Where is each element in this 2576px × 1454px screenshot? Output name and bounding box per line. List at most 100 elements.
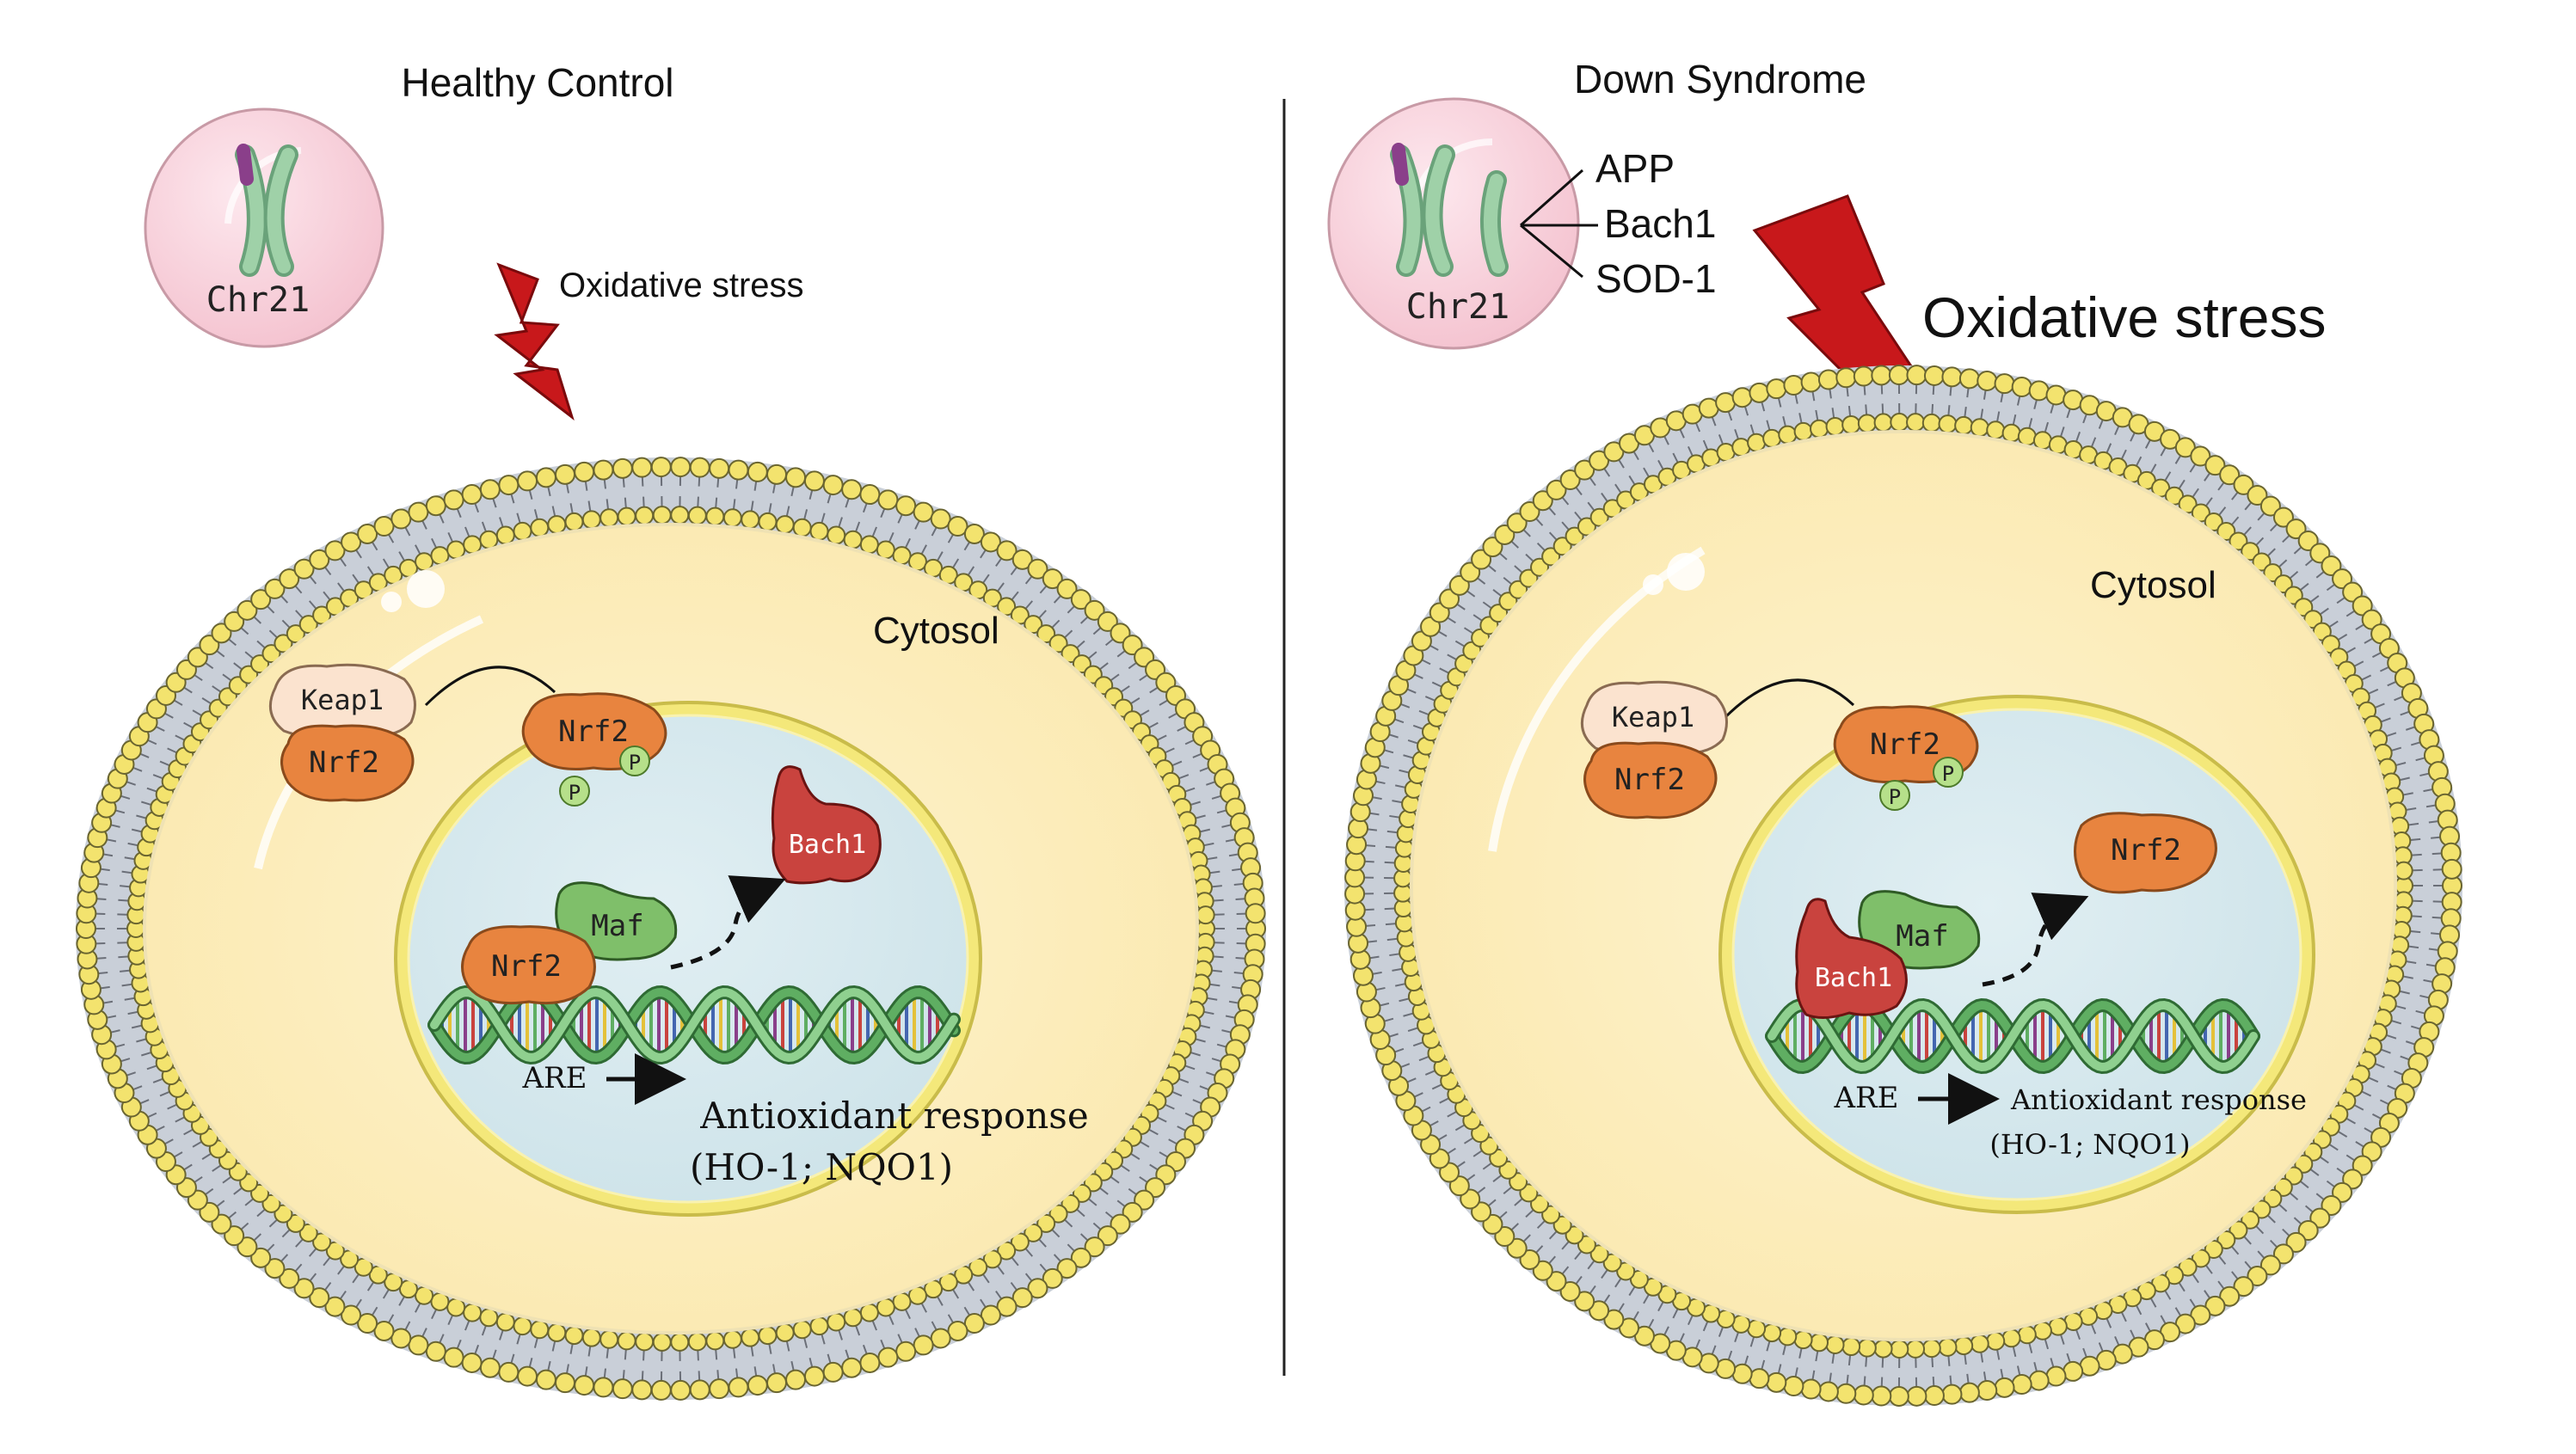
lipid-head [1602,499,1622,518]
lipid-head [2001,1328,2021,1348]
lipid-head [2165,486,2185,506]
lipid-head [1532,1260,1553,1281]
lipid-head [930,508,951,530]
lipid-head [309,549,330,570]
lipid-head [722,1329,742,1349]
lipid-head [293,1278,315,1299]
lipid-head [286,1213,305,1233]
lipid-head [2285,1231,2307,1253]
lipid-head [324,1296,346,1317]
lipid-head [1552,537,1572,556]
response-genes: (HO-1; NQO1) [690,1146,953,1188]
lipid-head [555,1372,576,1394]
lipid-head [635,1332,655,1352]
lipid-head [913,1334,934,1356]
lipid-head [463,535,483,555]
lipid-head [390,508,412,530]
lipid-head [1589,1244,1609,1264]
keap1-label: Keap1 [1612,701,1694,733]
lipid-head [1616,1261,1636,1281]
lipid-head [264,578,286,599]
lipid-head [2045,1365,2067,1387]
lipid-head [785,467,807,488]
lipid-head [1036,1213,1056,1233]
lipid-head [859,1303,879,1322]
lipid-head [1853,1384,1874,1406]
lipid-head [705,506,725,526]
lipid-head [1506,1237,1528,1259]
lipid-head [1070,1247,1091,1268]
lipid-head [758,1326,778,1346]
release-arrow [1982,893,2089,987]
lipid-head [1958,368,1980,390]
lipid-head [1061,1193,1080,1213]
lipid-head [2241,1210,2260,1230]
lipid-head [390,1328,412,1349]
keap1-protein [1580,680,1728,758]
lipid-head [1873,413,1893,433]
lipid-head [237,599,258,621]
lipid-head [555,463,576,485]
lipid-head [1857,1338,1877,1358]
lipid-head [2204,512,2223,532]
lipid-head [809,1316,829,1336]
lipid-head [1783,375,1804,396]
lipid-head [1532,490,1553,512]
lipid-head [996,1296,1017,1317]
lipid-head [574,1375,595,1396]
bach1-label: Bach1 [1815,963,1892,993]
lipid-head [652,506,672,525]
phospho-icon [559,776,590,807]
lipid-head [1793,421,1813,441]
lipid-head [822,1361,844,1383]
nrf2-label: Nrf2 [309,745,379,780]
lipid-head [599,1329,619,1349]
bach1-protein: Bach1 [771,765,882,885]
lipid-head [2394,861,2413,880]
lipid-head [2017,1325,2037,1345]
lipid-head [1810,419,1829,439]
lipid-head [1954,1336,1974,1356]
lipid-head [687,506,707,525]
lipid-head [963,1313,985,1334]
lipid-head [2028,380,2050,402]
lipid-head [1906,413,1926,433]
gene-label: Bach1 [1604,201,1716,246]
dna-strand [430,987,958,1063]
phospho-label: P [629,751,641,775]
lipid-head [574,461,595,482]
lipid-head [687,1332,707,1352]
lipid-head [1825,417,1845,437]
lipid-head [792,1320,812,1340]
lipid-head [1835,1383,1857,1404]
gene-label: SOD-1 [1595,256,1717,301]
lipid-head [709,1378,730,1400]
lipid-head [224,610,245,632]
lipid-head [498,475,520,496]
lipid-head [1577,1235,1596,1255]
lipid-head [279,568,300,590]
panel-healthy-control: Healthy Control Chr21 Oxidative stress [76,60,1266,1401]
chromosome-bubble: Chr21 [1327,97,1580,350]
lipid-head [1042,1267,1063,1289]
lipid-head [1110,1213,1131,1235]
lipid-head [2272,506,2294,528]
lipid-head [913,501,934,523]
lipid-head [274,1204,293,1224]
lipid-head [2178,494,2198,514]
lipid-head [479,1357,501,1378]
lipid-head [513,1316,532,1336]
lipid-head [1778,425,1798,445]
lipid-head [1519,1248,1540,1270]
lipid-head [859,1352,881,1373]
lipid-head [1923,1385,1945,1407]
lipid-head [341,531,362,553]
lipid-head [1817,1381,1839,1402]
lipid-head [1506,512,1528,534]
lipid-head [895,1341,917,1362]
lipid-head [547,515,567,535]
lipid-head [631,457,653,478]
lipid-head [324,540,346,561]
lipid-head [877,1347,899,1368]
